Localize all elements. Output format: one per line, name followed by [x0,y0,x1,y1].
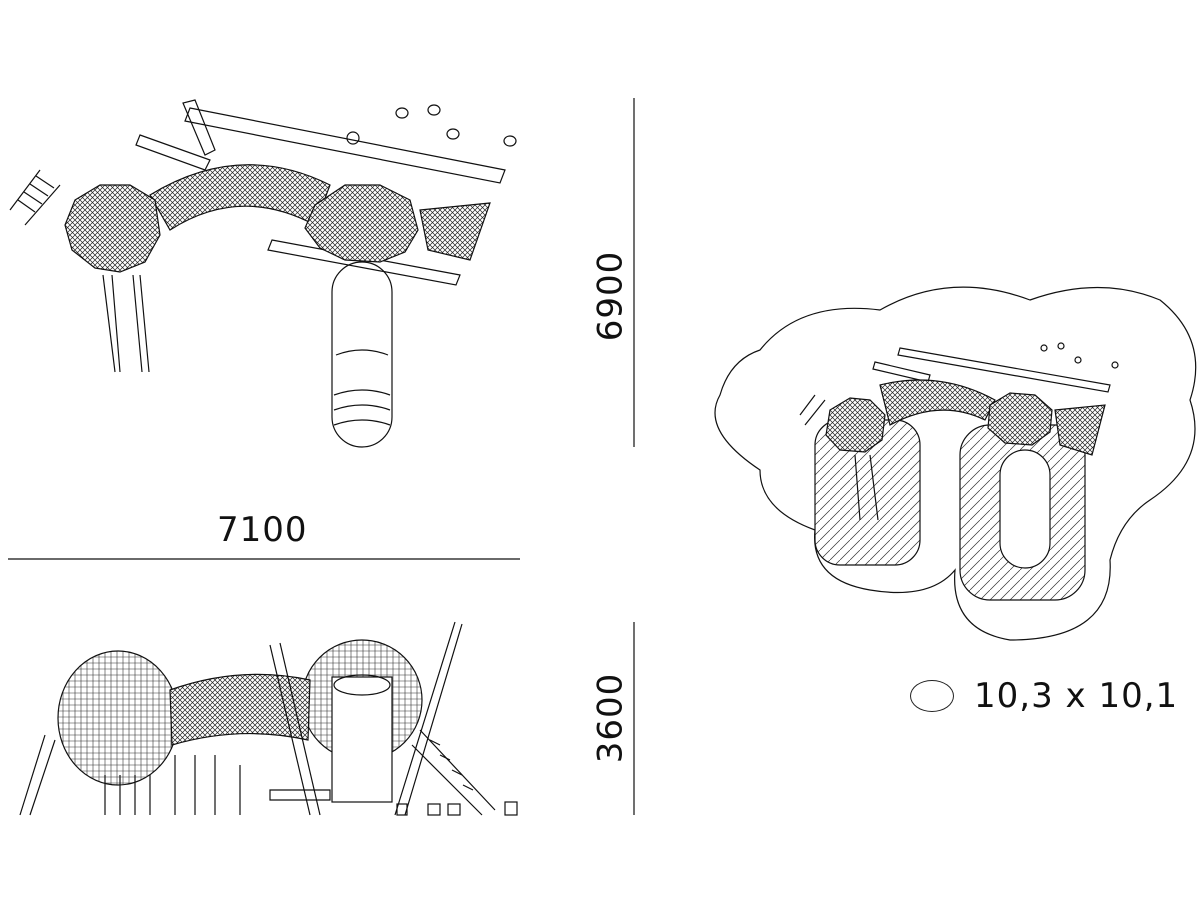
depth-dimension-label: 6900 [590,250,631,342]
width-dimension-label: 7100 [217,510,308,550]
legend-text: 10,3 x 10,1 [974,676,1179,716]
tunnel-net [149,164,331,231]
dome-left [64,184,161,273]
height-dimension-label: 3600 [590,672,631,764]
side-posts [19,621,518,816]
ladder-left [9,169,61,226]
net-right [419,202,491,261]
slide-plan [331,261,393,448]
site-plan [714,286,1197,641]
log-beams [135,99,506,286]
side-tunnel [169,673,311,746]
stepping-post-ellipse-icon [910,680,954,712]
side-slide-tube [331,676,393,803]
legend: 10,3 x 10,1 [910,676,1178,716]
plan-view [9,99,517,448]
safety-zone-outline [714,286,1197,641]
stepping-posts [395,104,517,147]
side-view [19,621,518,816]
poles-left [102,274,150,373]
egg-dome-left [57,650,179,786]
dome-right [304,184,419,263]
